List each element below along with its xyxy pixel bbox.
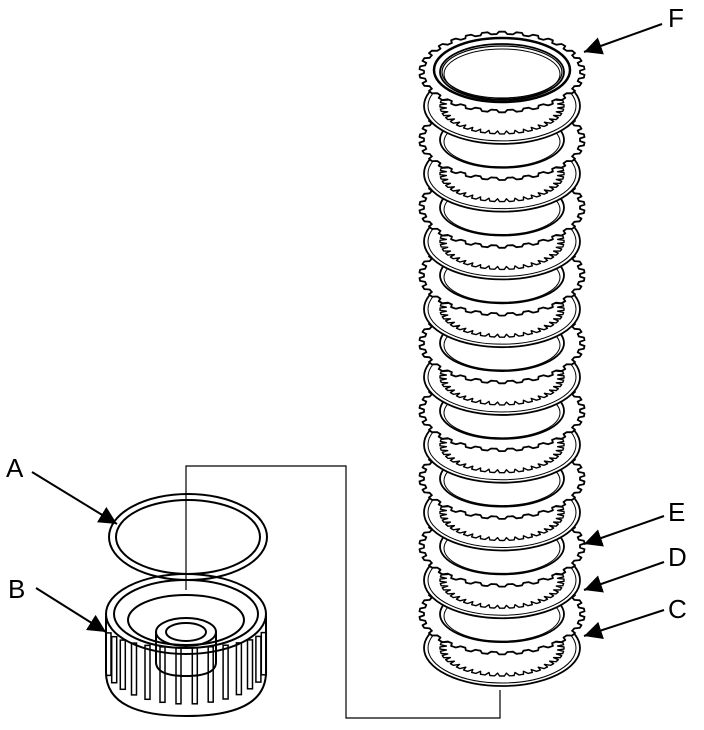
- leader-arrow-f: [583, 23, 663, 55]
- leader-arrow-b: [35, 587, 107, 633]
- drum-slot: [260, 631, 268, 676]
- clutch-drum: [105, 573, 268, 717]
- drum-slot: [246, 639, 254, 690]
- drum-slot: [175, 646, 182, 705]
- drum-slot: [119, 639, 127, 691]
- drum-slot: [191, 646, 199, 705]
- clutch-pack: [418, 30, 586, 687]
- callout-label-f: F: [668, 3, 684, 33]
- o-ring-seal: [108, 493, 268, 581]
- callout-label-e: E: [668, 497, 685, 527]
- drum-slot: [159, 646, 166, 704]
- drum-slot: [255, 635, 262, 683]
- drum-slot: [207, 646, 214, 703]
- drum-slot: [130, 642, 138, 696]
- drum-slot: [222, 644, 229, 700]
- drum-slot: [105, 632, 112, 677]
- leader-arrow-c: [583, 609, 665, 639]
- retaining-ring: [432, 36, 572, 104]
- callout-label-b: B: [8, 574, 25, 604]
- callout-label-c: C: [668, 594, 687, 624]
- drum-slot: [144, 644, 151, 701]
- leader-arrow-d: [583, 561, 665, 593]
- retaining-ring-inner: [441, 45, 563, 99]
- leader-arrow-e: [583, 515, 665, 547]
- drum-slot: [110, 635, 118, 684]
- callout-label-a: A: [6, 453, 24, 483]
- callout-label-d: D: [668, 542, 687, 572]
- steel-plate-bore-edge: [443, 48, 561, 100]
- assembly-connector-line: [185, 465, 501, 719]
- drum-slot: [235, 642, 243, 696]
- leader-arrow-a: [31, 471, 118, 525]
- steel-plate-bore: [439, 43, 565, 101]
